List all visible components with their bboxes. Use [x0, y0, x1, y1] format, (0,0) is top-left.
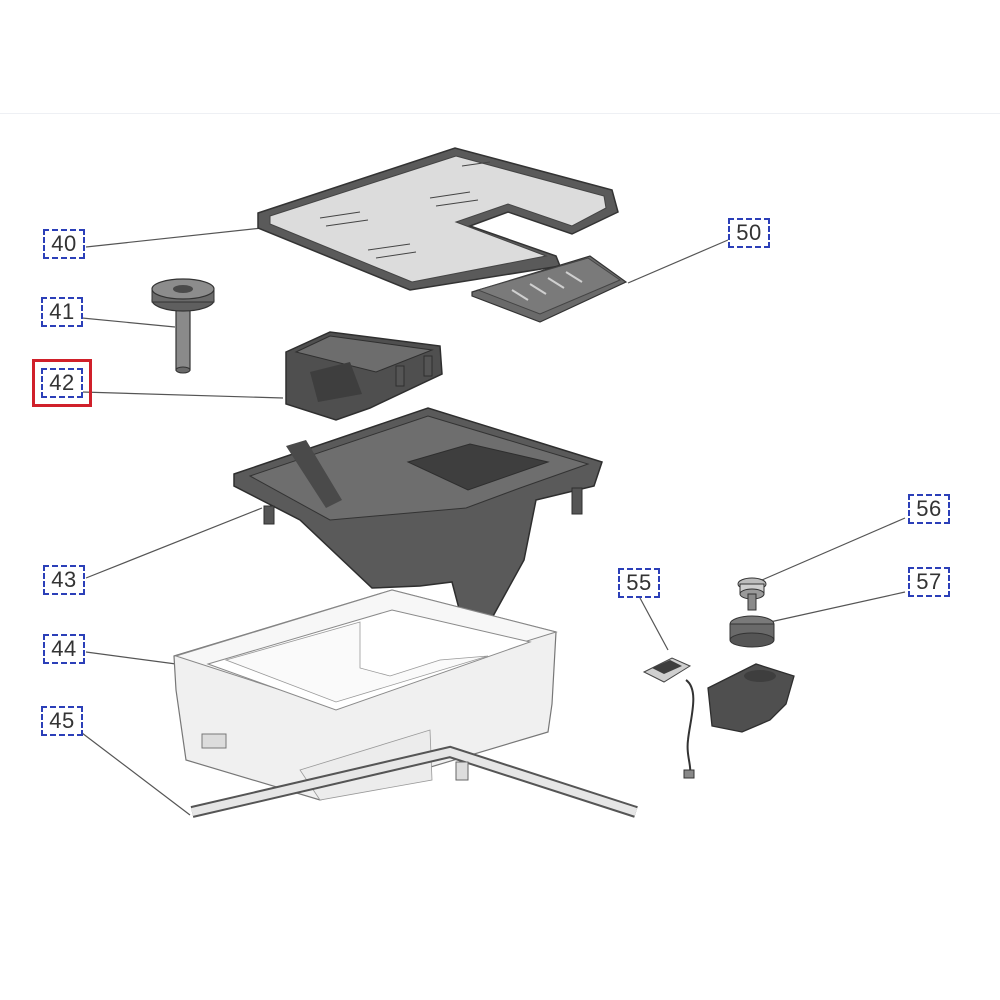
leader-line-43 — [85, 507, 263, 579]
leader-line-55 — [639, 597, 669, 651]
part-50-vent-cover — [471, 255, 628, 323]
callout-44-label: 44 — [51, 636, 77, 661]
callout-55-label: 55 — [626, 570, 652, 595]
callout-56-label: 56 — [916, 496, 942, 521]
part-55-sensor — [642, 657, 695, 779]
callout-44[interactable]: 44 — [43, 634, 85, 664]
part-41-adjustment-knob — [151, 278, 215, 374]
callout-40-label: 40 — [51, 231, 77, 256]
part-40-lid-gasket — [257, 147, 619, 291]
callout-43-label: 43 — [51, 567, 77, 592]
callout-50[interactable]: 50 — [728, 218, 770, 248]
callout-50-label: 50 — [736, 220, 762, 245]
leader-line-41 — [81, 317, 176, 328]
callout-42-label: 42 — [49, 370, 75, 395]
leader-line-57 — [769, 591, 906, 623]
callout-40[interactable]: 40 — [43, 229, 85, 259]
leader-line-56 — [761, 517, 906, 581]
part-56-small-gear — [737, 577, 767, 611]
callout-57[interactable]: 57 — [908, 567, 950, 597]
callout-41[interactable]: 41 — [41, 297, 83, 327]
leader-line-50 — [627, 239, 729, 284]
part-45-base-frame — [190, 745, 638, 818]
callout-43[interactable]: 43 — [43, 565, 85, 595]
part-44-transparent-tray — [173, 589, 558, 801]
leader-line-45 — [81, 732, 191, 816]
leader-lines — [81, 227, 906, 816]
part-42-chute-block — [285, 331, 443, 421]
top-separator-line — [0, 113, 1000, 114]
leader-line-44 — [85, 651, 177, 665]
callout-45-label: 45 — [49, 708, 75, 733]
leader-line-40 — [85, 227, 263, 248]
callout-57-label: 57 — [916, 569, 942, 594]
callout-41-label: 41 — [49, 299, 75, 324]
callout-42-selected[interactable]: 42 — [32, 359, 92, 407]
part-57-bushing-housing — [707, 615, 795, 733]
callout-56[interactable]: 56 — [908, 494, 950, 524]
callout-45[interactable]: 45 — [41, 706, 83, 736]
part-43-hopper-funnel — [233, 407, 603, 621]
leader-line-42 — [81, 391, 284, 399]
callout-55[interactable]: 55 — [618, 568, 660, 598]
